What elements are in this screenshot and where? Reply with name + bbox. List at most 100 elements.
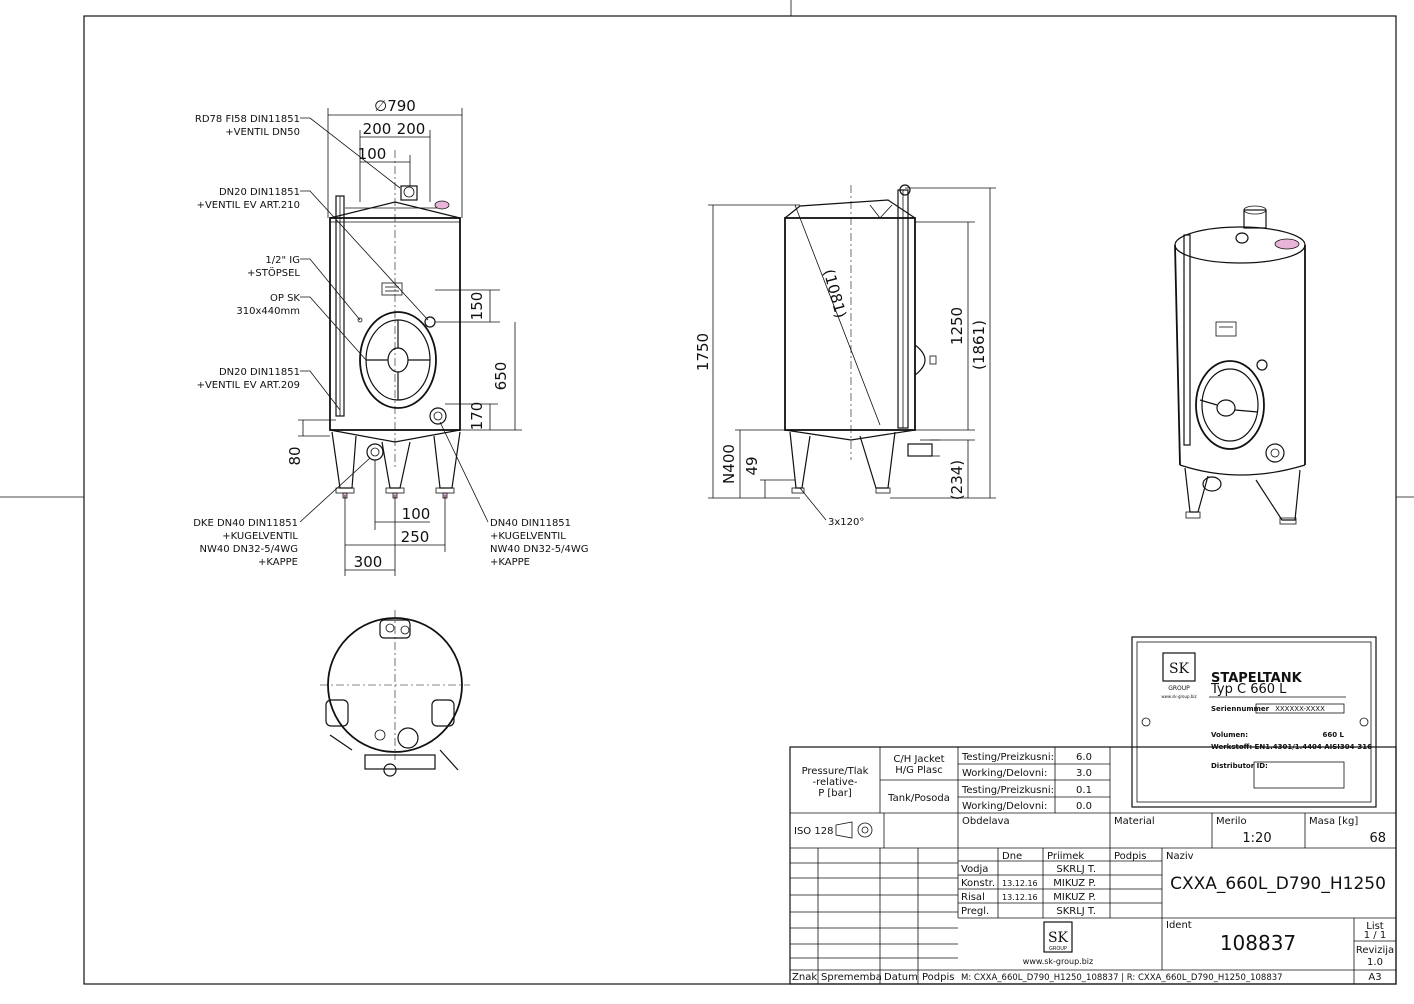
svg-text:+VENTIL EV ART.209: +VENTIL EV ART.209 <box>197 380 300 391</box>
svg-text:Sprememba: Sprememba <box>821 972 882 983</box>
svg-text:SKRLJ T.: SKRLJ T. <box>1056 906 1096 917</box>
svg-text:www.sk-group.biz: www.sk-group.biz <box>1161 694 1196 699</box>
svg-text:MIKUZ P.: MIKUZ P. <box>1053 892 1096 903</box>
svg-text:660 L: 660 L <box>1322 731 1344 739</box>
dim-n400: N400 <box>720 444 738 484</box>
svg-text:68: 68 <box>1369 831 1386 846</box>
svg-text:Priimek: Priimek <box>1047 851 1084 862</box>
svg-text:+KUGELVENTIL: +KUGELVENTIL <box>490 531 566 542</box>
svg-text:1:20: 1:20 <box>1242 831 1271 846</box>
svg-text:Material: Material <box>1114 816 1155 827</box>
dim-1750: 1750 <box>694 333 712 371</box>
plate-logo-icon <box>1162 652 1196 682</box>
manway-icon <box>359 311 437 409</box>
svg-text:Testing/Preizkusni:: Testing/Preizkusni: <box>961 752 1054 763</box>
svg-text:MIKUZ P.: MIKUZ P. <box>1053 878 1096 889</box>
svg-text:Datum: Datum <box>884 972 918 983</box>
svg-text:Risal: Risal <box>961 892 985 903</box>
svg-text:XXXXXX-XXXX: XXXXXX-XXXX <box>1275 705 1325 713</box>
svg-text:Tank/Posoda: Tank/Posoda <box>887 793 950 804</box>
svg-text:NW40 DN32-5/4WG: NW40 DN32-5/4WG <box>490 544 589 555</box>
drawing-frame <box>83 15 1397 985</box>
svg-text:GROUP: GROUP <box>1049 946 1067 952</box>
svg-text:ISO 128: ISO 128 <box>794 826 833 837</box>
svg-text:Naziv: Naziv <box>1166 851 1194 862</box>
svg-text:1.0: 1.0 <box>1367 957 1383 968</box>
projection-symbol-icon <box>835 821 853 839</box>
svg-text:RD78 FI58 DIN11851: RD78 FI58 DIN11851 <box>195 114 300 125</box>
svg-text:SKRLJ T.: SKRLJ T. <box>1056 864 1096 875</box>
svg-text:Revizija: Revizija <box>1356 945 1394 956</box>
svg-text:Distributor ID:: Distributor ID: <box>1211 762 1268 770</box>
side-view: (1081) 1750 N400 49 1250 (1861) (234) <box>694 184 996 528</box>
svg-text:Znak: Znak <box>792 972 817 983</box>
svg-text:A3: A3 <box>1368 972 1381 983</box>
plate-type: Typ C 660 L <box>1210 682 1287 697</box>
svg-text:6.0: 6.0 <box>1076 752 1092 763</box>
svg-text:OP SK: OP SK <box>270 293 300 304</box>
svg-text:13.12.16: 13.12.16 <box>1002 879 1038 888</box>
iso-view <box>1174 205 1306 525</box>
svg-text:DN20 DIN11851: DN20 DIN11851 <box>219 367 300 378</box>
svg-text:DN40 DIN11851: DN40 DIN11851 <box>490 518 571 529</box>
top-view <box>320 610 470 777</box>
dim-650: 650 <box>492 362 510 391</box>
svg-text:+VENTIL DN50: +VENTIL DN50 <box>225 127 300 138</box>
svg-text:0.0: 0.0 <box>1076 801 1092 812</box>
dim-100-top: 100 <box>358 145 387 163</box>
callout-op-sk: OP SK 310x440mm <box>236 293 367 361</box>
svg-text:1/2" IG: 1/2" IG <box>265 255 300 266</box>
sk-group-logo-icon <box>1043 921 1073 953</box>
svg-text:Working/Delovni:: Working/Delovni: <box>962 768 1047 779</box>
svg-text:Podpis: Podpis <box>922 972 954 983</box>
dim-200-right: 200 <box>397 120 426 138</box>
plate-title: STAPELTANK <box>1211 671 1303 686</box>
svg-text:Merilo: Merilo <box>1216 816 1247 827</box>
iso-manway-icon <box>1195 360 1265 450</box>
svg-text:Podpis: Podpis <box>1114 851 1146 862</box>
svg-text:1 / 1: 1 / 1 <box>1364 930 1386 941</box>
iso-top-valve-icon <box>1243 209 1267 229</box>
callout-dn20-209: DN20 DIN11851 +VENTIL EV ART.209 <box>197 367 341 411</box>
svg-text:Ident: Ident <box>1166 920 1192 931</box>
svg-text:3.0: 3.0 <box>1076 768 1092 779</box>
svg-text:P [bar]: P [bar] <box>818 788 852 799</box>
dim-diameter: ∅790 <box>374 97 416 115</box>
dim-200-left: 200 <box>363 120 392 138</box>
drawing-name: CXXA_660L_D790_H1250 <box>1170 874 1386 894</box>
svg-text:DKE DN40 DIN11851: DKE DN40 DIN11851 <box>193 518 298 529</box>
dim-1861: (1861) <box>970 320 988 370</box>
nameplate: SK GROUP www.sk-group.biz STAPELTANK Typ… <box>1131 636 1377 808</box>
front-view: ∅790 200 200 100 150 650 170 80 100 250 <box>193 97 589 576</box>
svg-text:+KAPPE: +KAPPE <box>258 557 298 568</box>
svg-text:List: List <box>1366 921 1384 932</box>
callout-dn40: DN40 DIN11851 +KUGELVENTIL NW40 DN32-5/4… <box>439 421 589 568</box>
dim-150: 150 <box>468 292 486 321</box>
svg-text:Obdelava: Obdelava <box>962 816 1010 827</box>
svg-text:DN20 DIN11851: DN20 DIN11851 <box>219 187 300 198</box>
svg-text:+KUGELVENTIL: +KUGELVENTIL <box>222 531 298 542</box>
svg-text:+VENTIL EV ART.210: +VENTIL EV ART.210 <box>197 200 300 211</box>
dim-80: 80 <box>286 446 304 465</box>
dim-1250: 1250 <box>948 307 966 345</box>
svg-text:Pregl.: Pregl. <box>961 906 989 917</box>
title-block: Pressure/Tlak -relative- P [bar] C/H Jac… <box>789 746 1397 985</box>
svg-text:Pressure/Tlak: Pressure/Tlak <box>802 766 869 777</box>
svg-text:+KAPPE: +KAPPE <box>490 557 530 568</box>
svg-text:Working/Delovni:: Working/Delovni: <box>962 801 1047 812</box>
svg-text:GROUP: GROUP <box>1168 685 1190 692</box>
dim-234: (234) <box>948 460 966 500</box>
svg-text:13.12.16: 13.12.16 <box>1002 893 1038 902</box>
svg-text:Vodja: Vodja <box>961 864 988 875</box>
dim-100-bottom: 100 <box>402 505 431 523</box>
svg-text:-relative-: -relative- <box>813 777 858 788</box>
callout-dn20-210: DN20 DIN11851 +VENTIL EV ART.210 <box>197 187 429 321</box>
svg-text:Masa [kg]: Masa [kg] <box>1309 816 1358 827</box>
svg-text:Volumen:: Volumen: <box>1211 731 1248 739</box>
legs-angle: 3x120° <box>828 517 864 528</box>
svg-text:Testing/Preizkusni:: Testing/Preizkusni: <box>961 785 1054 796</box>
dim-300: 300 <box>354 553 383 571</box>
svg-text:+STÖPSEL: +STÖPSEL <box>247 266 300 279</box>
